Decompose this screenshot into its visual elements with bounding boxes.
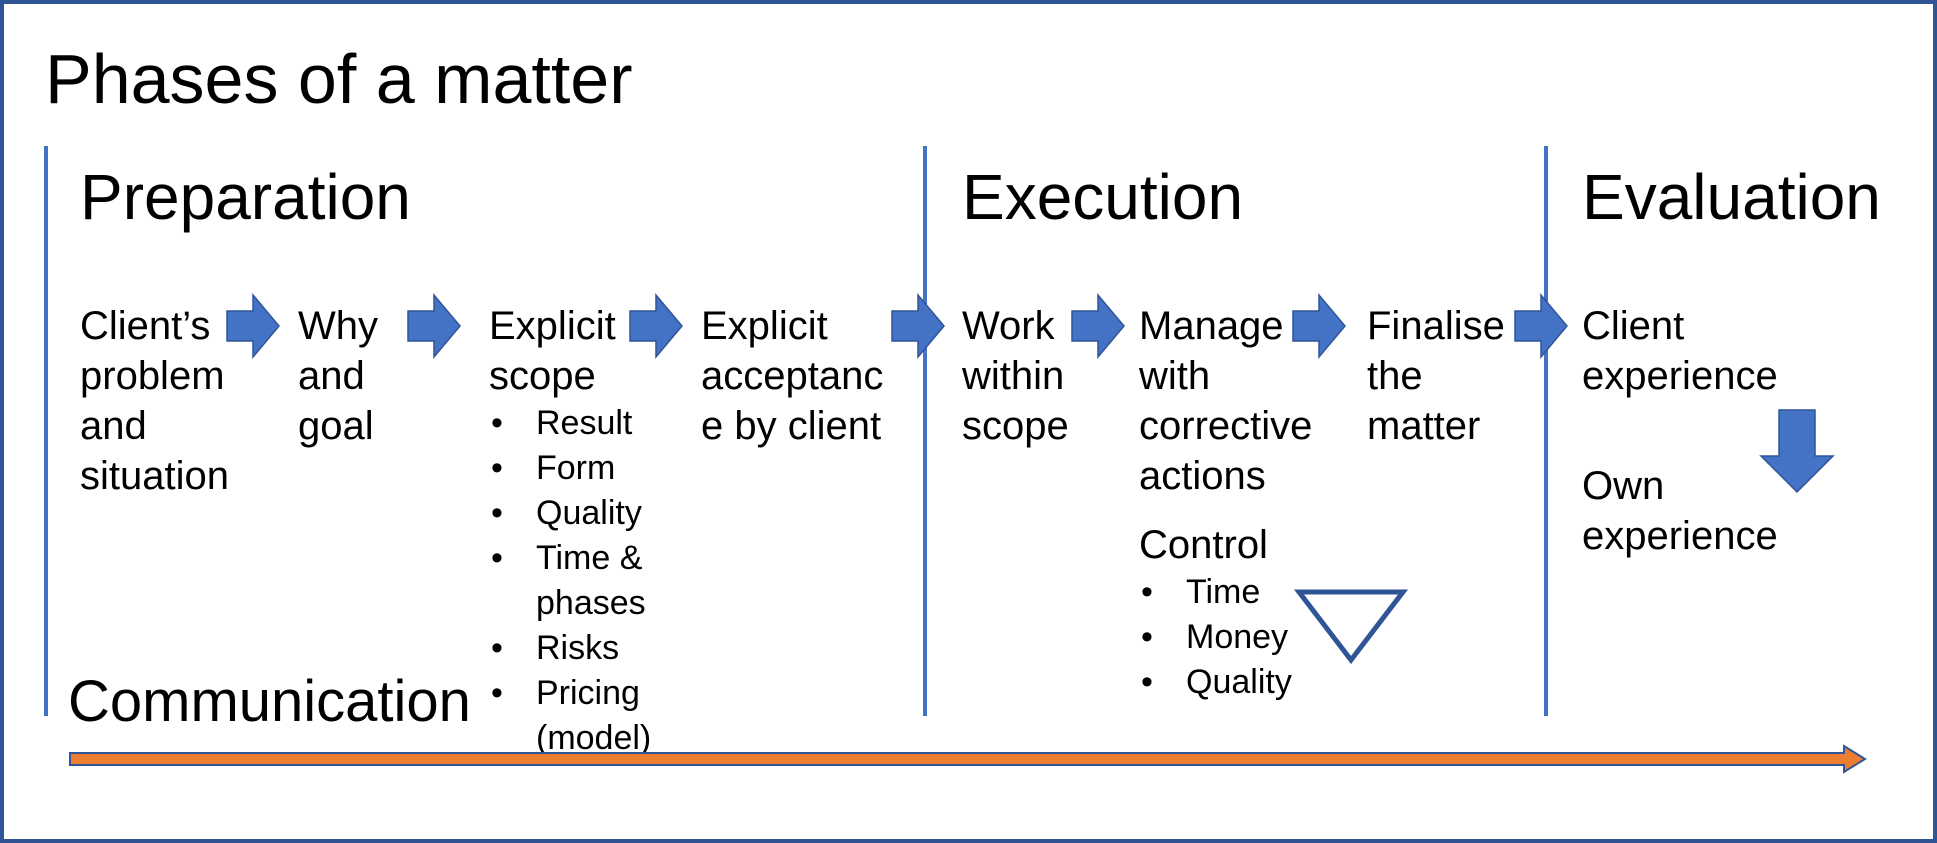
step-line: Explicit xyxy=(701,304,828,348)
step-line: Client xyxy=(1582,304,1685,348)
step-line: goal xyxy=(298,404,374,448)
phase-preparation: Preparation xyxy=(80,161,411,233)
step-finalise: Finalise the matter xyxy=(1367,301,1505,451)
step-client-experience: Client experience xyxy=(1582,301,1778,401)
control-heading: Control xyxy=(1139,523,1268,567)
control-list: Time Money Quality xyxy=(1139,570,1292,705)
step-work-within-scope: Work within scope xyxy=(962,301,1069,451)
step-own-experience: Own experience xyxy=(1582,461,1778,561)
list-item: Money xyxy=(1139,615,1292,660)
scope-list: Result Form Quality Time & phases Risks … xyxy=(489,401,651,761)
step-line: scope xyxy=(962,404,1069,448)
down-block-arrow-icon xyxy=(1759,409,1835,494)
list-item: Time xyxy=(1139,570,1292,615)
triangle-down-icon xyxy=(1293,589,1409,665)
list-item: Time & xyxy=(489,536,651,581)
right-block-arrow-icon xyxy=(1514,292,1568,360)
phase-execution: Execution xyxy=(962,161,1244,233)
page-title: Phases of a matter xyxy=(45,40,633,118)
step-line: Manage xyxy=(1139,304,1284,348)
step-line: Why xyxy=(298,304,378,348)
step-line: actions xyxy=(1139,454,1266,498)
step-line: problem xyxy=(80,354,225,398)
step-line: scope xyxy=(489,354,596,398)
step-why-goal: Why and goal xyxy=(298,301,378,451)
step-line: the xyxy=(1367,354,1423,398)
timeline-arrow-icon xyxy=(69,744,1867,774)
list-item: Result xyxy=(489,401,651,446)
divider-execution xyxy=(923,146,927,716)
step-line: Finalise xyxy=(1367,304,1505,348)
right-block-arrow-icon xyxy=(891,292,945,360)
list-item-continuation: (model) xyxy=(536,719,652,757)
list-item-continuation: phases xyxy=(536,584,646,622)
step-line: Explicit xyxy=(489,304,616,348)
right-block-arrow-icon xyxy=(629,292,683,360)
step-line: within xyxy=(962,354,1065,398)
step-client-problem: Client’s problem and situation xyxy=(80,301,229,501)
step-line: Own xyxy=(1582,464,1665,508)
divider-evaluation xyxy=(1544,146,1548,716)
list-item: Pricing xyxy=(489,671,651,716)
step-line: e by client xyxy=(701,404,882,448)
step-line: Client’s xyxy=(80,304,211,348)
step-line: Work xyxy=(962,304,1055,348)
step-line: experience xyxy=(1582,354,1778,398)
communication-label: Communication xyxy=(68,669,471,734)
list-item: Risks xyxy=(489,626,651,671)
list-item: Quality xyxy=(489,491,651,536)
step-line: acceptanc xyxy=(701,354,884,398)
step-explicit-scope: Explicit scope Result Form Quality Time … xyxy=(489,301,651,761)
right-block-arrow-icon xyxy=(1292,292,1346,360)
list-item: Form xyxy=(489,446,651,491)
step-line: and xyxy=(80,404,147,448)
control-block: Control Time Money Quality xyxy=(1139,520,1292,705)
phase-evaluation: Evaluation xyxy=(1582,161,1881,233)
step-line: matter xyxy=(1367,404,1481,448)
step-line: with xyxy=(1139,354,1211,398)
step-line: and xyxy=(298,354,365,398)
right-block-arrow-icon xyxy=(226,292,280,360)
list-item: Quality xyxy=(1139,660,1292,705)
step-explicit-acceptance: Explicit acceptanc e by client xyxy=(701,301,883,451)
divider-preparation xyxy=(44,146,48,716)
step-line: corrective xyxy=(1139,404,1313,448)
right-block-arrow-icon xyxy=(407,292,461,360)
step-manage-corrective: Manage with corrective actions xyxy=(1139,301,1312,501)
step-line: experience xyxy=(1582,514,1778,558)
step-line: situation xyxy=(80,454,229,498)
right-block-arrow-icon xyxy=(1071,292,1125,360)
